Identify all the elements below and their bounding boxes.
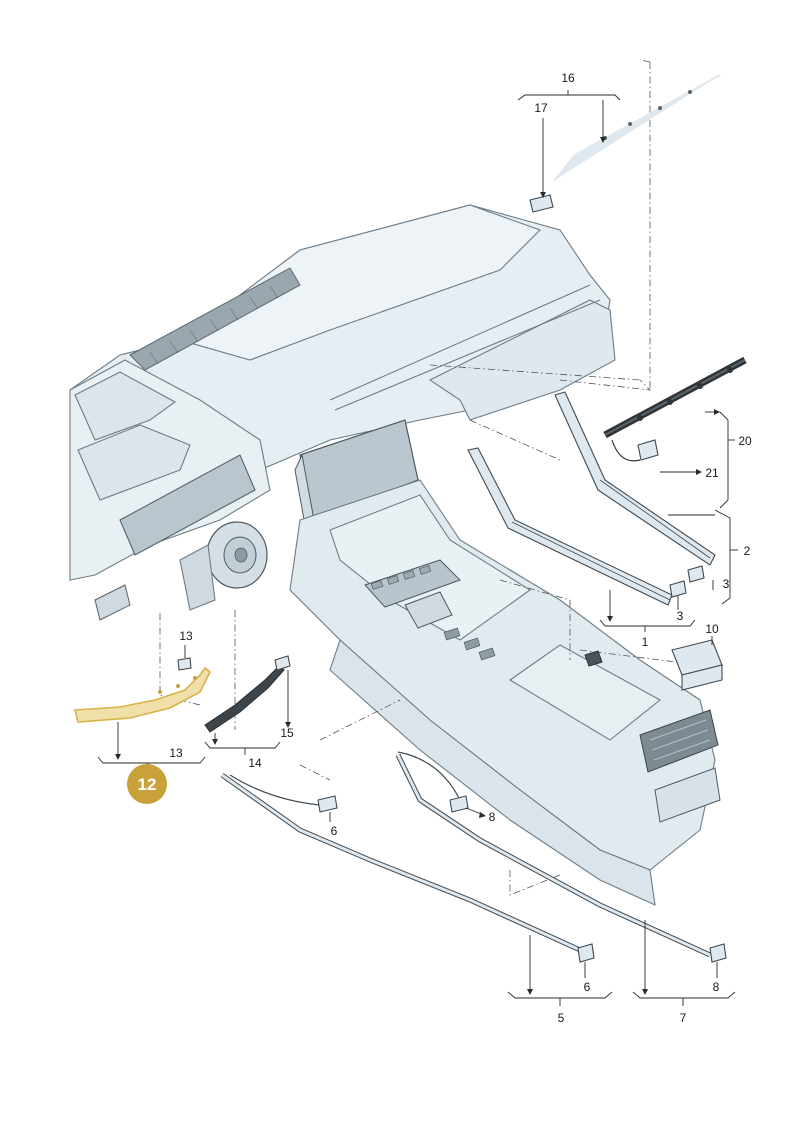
callout-21: 21 [705,466,719,480]
callout-1: 1 [642,635,649,649]
callout-17: 17 [534,101,548,115]
dashboard-right-edge [428,299,616,421]
trim-strip-1 [467,447,687,606]
callout-labels: 16 17 20 21 2 3 3 1 10 13 13 14 15 6 8 6… [169,71,752,1025]
connector-13 [177,657,192,671]
trim-strip-14 [204,655,291,733]
callout-8a: 8 [489,810,496,824]
callout-13b: 13 [169,746,183,760]
module-10 [584,639,723,691]
callout-8b: 8 [713,980,720,994]
callout-16: 16 [561,71,575,85]
connector-8b [709,943,727,963]
connector-6b [577,943,595,963]
connector-21 [637,439,659,461]
callout-7: 7 [680,1011,687,1025]
callout-6b: 6 [584,980,591,994]
callout-3b: 3 [677,609,684,623]
ambient-strip-12 [73,657,212,723]
trim-strip-7 [395,751,727,963]
callout-13a: 13 [179,629,193,643]
dashboard-upper-panel [178,204,542,361]
instrument-cluster [119,454,256,556]
callout-6a: 6 [331,824,338,838]
harness-16 [529,74,721,213]
trim-strip-2 [554,391,716,583]
gear-selector [404,591,453,629]
callout-2: 2 [744,544,751,558]
armrest [508,644,661,741]
leader-lines [97,90,738,1006]
arrowheads [115,137,720,995]
callout-10: 10 [705,622,719,636]
connector-17 [529,194,554,213]
rear-air-vent [639,709,719,773]
callout-14: 14 [248,756,262,770]
callout-20: 20 [738,434,752,448]
trim-strip-5 [220,772,595,963]
harness-20 [603,356,747,462]
connector-3a [669,580,687,598]
connector-3b [687,565,705,583]
console-buttons [370,565,432,590]
steering-wheel [179,521,268,611]
connector-6a [317,795,338,813]
callout-3a: 3 [723,577,730,591]
left-air-vent [94,584,131,621]
highlight-badge-12[interactable]: 12 [127,764,167,804]
connector-15 [274,655,291,671]
callout-5: 5 [558,1011,565,1025]
callout-15: 15 [280,726,294,740]
connector-8a [449,795,469,813]
highlight-badge-label: 12 [138,775,157,794]
dashboard-assembly [69,204,721,906]
